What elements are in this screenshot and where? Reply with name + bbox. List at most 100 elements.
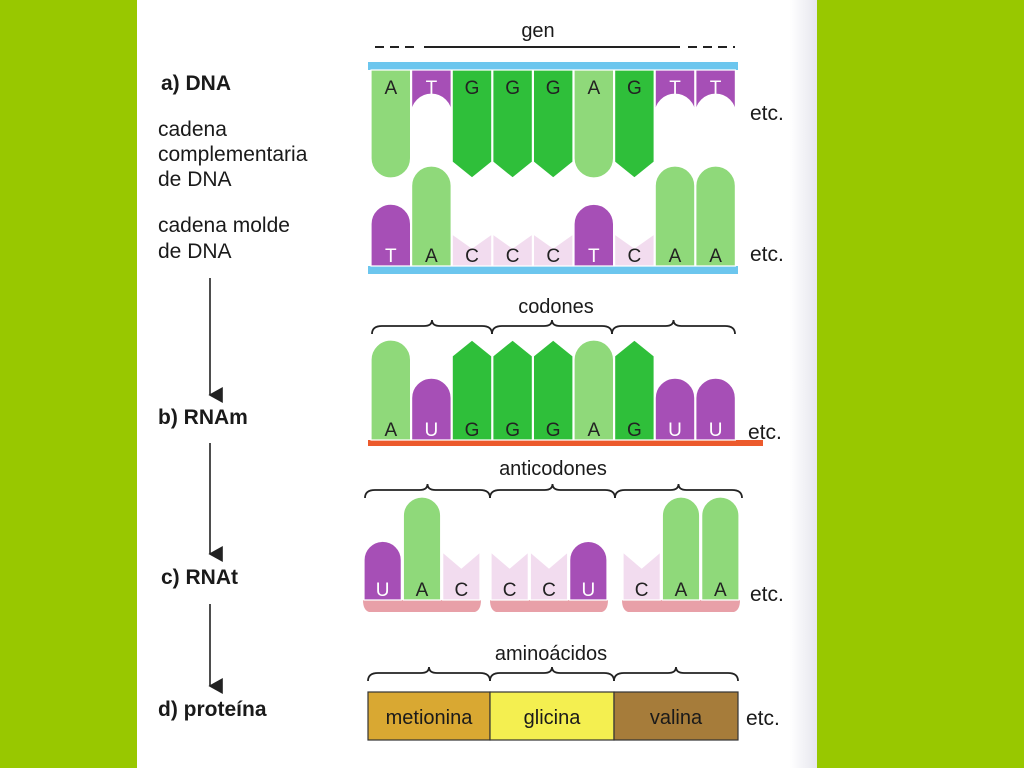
dna-complementary-base-4 — [492, 69, 533, 179]
rnat-base-1 — [363, 540, 402, 601]
dna-template-letter-1: T — [385, 246, 397, 267]
rnat-letter-9: A — [714, 580, 727, 601]
gene-label: gen — [521, 20, 554, 42]
label-complementary-2: complementaria — [158, 143, 308, 166]
dna-template-letter-3: C — [465, 246, 479, 267]
amino-acids-label: aminoácidos — [495, 643, 607, 665]
label-template-1: cadena molde — [158, 214, 290, 237]
curly-brace — [367, 666, 491, 682]
dna-complementary-base-6 — [573, 69, 615, 179]
amino-acid-3 — [613, 691, 739, 741]
dna-template-letter-9: A — [709, 246, 722, 267]
rnam-letter-8: U — [668, 420, 682, 441]
label-template-2: de DNA — [158, 240, 232, 263]
dna-complementary-backbone — [368, 62, 738, 70]
dna-complementary-letter-3: G — [465, 78, 480, 99]
dna-complementary-base-8 — [654, 69, 696, 115]
dna-template-base-3 — [451, 232, 493, 267]
rnam-base-4 — [492, 339, 533, 441]
rnat-base-2 — [402, 496, 442, 601]
rnat-letter-1: U — [376, 580, 390, 601]
dna-template-letter-8: A — [669, 246, 682, 267]
dna-complementary-base-9 — [695, 69, 736, 115]
dna-complementary-letter-7: G — [627, 78, 642, 99]
etc-rnam: etc. — [748, 421, 782, 444]
dna-complementary-base-3 — [451, 69, 493, 179]
rnat-letter-5: C — [542, 580, 556, 601]
curly-brace — [491, 319, 613, 335]
etc-dna-template: etc. — [750, 243, 784, 266]
dna-complementary-letter-2: T — [426, 78, 438, 99]
dna-template-base-1 — [370, 203, 412, 267]
rnam-base-7 — [614, 339, 655, 441]
curly-brackets — [364, 319, 743, 682]
rnam-letter-5: G — [546, 420, 561, 441]
codons-label: codones — [518, 296, 594, 318]
label-rnam: b) RNAm — [158, 406, 248, 429]
dna-template-letter-5: C — [546, 246, 560, 267]
dna-complementary-letter-5: G — [546, 78, 561, 99]
dna-template-base-5 — [532, 232, 574, 267]
trna-1-body — [363, 600, 481, 612]
rnam-base-1 — [370, 339, 412, 441]
dna-complementary-base-7 — [614, 69, 655, 179]
curly-brace — [489, 483, 616, 499]
dna-template-letter-2: A — [425, 246, 438, 267]
dna-complementary-base-5 — [532, 69, 574, 179]
dna-template-base-7 — [614, 232, 655, 267]
dna-template-base-6 — [573, 203, 615, 267]
rnam-letter-1: A — [384, 420, 397, 441]
rnat-letter-4: C — [503, 580, 517, 601]
rnat-base-5 — [529, 550, 569, 601]
curly-brace — [611, 319, 736, 335]
rnat-letter-7: C — [635, 580, 649, 601]
etc-protein: etc. — [746, 707, 780, 730]
rnam-base-3 — [451, 339, 493, 441]
rnat-letter-6: U — [581, 580, 595, 601]
dna-template-base-8 — [654, 165, 696, 267]
label-complementary-1: cadena — [158, 118, 227, 141]
rnam-base-8 — [654, 377, 696, 441]
curly-brace — [371, 319, 493, 335]
rnam-letter-2: U — [425, 420, 439, 441]
etc-dna-complementary: etc. — [750, 102, 784, 125]
rnat-letter-2: A — [416, 580, 429, 601]
dna-template-letter-4: C — [506, 246, 520, 267]
anticodons-label: anticodones — [499, 458, 607, 480]
etc-rnat: etc. — [750, 583, 784, 606]
rnam-letter-7: G — [627, 420, 642, 441]
dna-template-letter-6: T — [588, 246, 600, 267]
rnam-letter-3: G — [465, 420, 480, 441]
dna-complementary-letter-9: T — [710, 78, 722, 99]
rnam-backbone — [368, 440, 763, 446]
dna-template-base-4 — [492, 232, 533, 267]
rnam-letter-6: A — [587, 420, 600, 441]
dna-complementary-letter-1: A — [384, 78, 397, 99]
rnat-base-7 — [622, 550, 661, 601]
trna-2-body — [490, 600, 608, 612]
rnat-letter-8: A — [675, 580, 688, 601]
trna-3-body — [622, 600, 740, 612]
amino-acid-label-3: valina — [650, 707, 703, 729]
dna-template-letter-7: C — [628, 246, 642, 267]
rnat-base-3 — [442, 550, 481, 601]
dna-complementary-letter-4: G — [505, 78, 520, 99]
dna-template-base-2 — [411, 165, 452, 267]
dna-template-backbone — [368, 266, 738, 274]
rnam-base-9 — [695, 377, 736, 441]
label-rnat: c) RNAt — [161, 566, 238, 589]
page-edge-shadow — [790, 0, 817, 768]
amino-acid-1 — [367, 691, 491, 741]
rnat-base-9 — [701, 496, 740, 601]
gene-bracket: gen — [375, 20, 735, 48]
rnam-base-6 — [573, 339, 615, 441]
rnam-base-5 — [532, 339, 574, 441]
rnat-base-6 — [569, 540, 608, 601]
rnam-letter-9: U — [709, 420, 723, 441]
curly-brace — [614, 483, 743, 499]
